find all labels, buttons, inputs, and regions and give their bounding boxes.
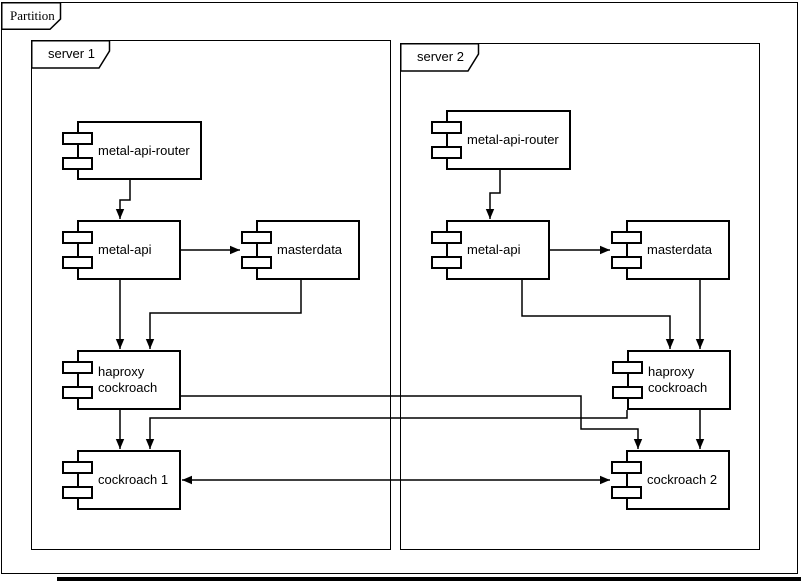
server2-frame-tab[interactable]: server 2 bbox=[400, 43, 480, 72]
component-server1-haproxy-cockroach[interactable]: haproxy cockroach bbox=[62, 350, 181, 410]
component-port-icon bbox=[612, 386, 643, 399]
component-label: metal-api-router bbox=[467, 132, 559, 148]
component-port-icon bbox=[62, 486, 93, 499]
component-port-icon bbox=[611, 461, 642, 474]
component-server1-metal-api-router[interactable]: metal-api-router bbox=[62, 121, 202, 180]
component-port-icon bbox=[611, 486, 642, 499]
component-label: metal-api bbox=[467, 242, 521, 258]
component-port-icon bbox=[611, 256, 642, 269]
component-server1-metal-api[interactable]: metal-api bbox=[62, 220, 181, 280]
component-port-icon bbox=[62, 256, 93, 269]
component-port-icon bbox=[241, 256, 272, 269]
component-port-icon bbox=[62, 231, 93, 244]
server1-tab-shape bbox=[31, 40, 111, 69]
component-port-icon bbox=[431, 231, 462, 244]
component-label: masterdata bbox=[647, 242, 713, 258]
component-port-icon bbox=[612, 361, 643, 374]
component-port-icon bbox=[62, 157, 93, 170]
server2-label: server 2 bbox=[417, 48, 464, 64]
component-label: metal-api bbox=[98, 242, 152, 258]
server1-frame-tab[interactable]: server 1 bbox=[31, 40, 111, 69]
component-port-icon bbox=[241, 231, 272, 244]
component-label: haproxy cockroach bbox=[98, 364, 158, 395]
component-port-icon bbox=[62, 361, 93, 374]
component-server2-cockroach-2[interactable]: cockroach 2 bbox=[611, 450, 730, 510]
component-server1-cockroach-1[interactable]: cockroach 1 bbox=[62, 450, 181, 510]
component-port-icon bbox=[431, 121, 462, 134]
component-port-icon bbox=[62, 132, 93, 145]
component-port-icon bbox=[62, 461, 93, 474]
component-label: haproxy cockroach bbox=[648, 364, 708, 395]
partition-frame-tab[interactable]: Partition bbox=[1, 2, 62, 30]
bottom-edge-bar bbox=[57, 577, 801, 581]
component-label: masterdata bbox=[277, 242, 343, 258]
server2-frame bbox=[400, 43, 760, 550]
server1-frame bbox=[31, 40, 391, 550]
component-label: cockroach 1 bbox=[98, 472, 169, 488]
component-server2-haproxy-cockroach[interactable]: haproxy cockroach bbox=[612, 350, 731, 410]
component-port-icon bbox=[431, 146, 462, 159]
partition-label: Partition bbox=[10, 7, 55, 23]
server1-label: server 1 bbox=[48, 45, 95, 61]
server2-tab-shape bbox=[400, 43, 480, 72]
component-port-icon bbox=[611, 231, 642, 244]
partition-tab-shape bbox=[1, 2, 62, 30]
component-server2-metal-api-router[interactable]: metal-api-router bbox=[431, 110, 571, 170]
component-label: cockroach 2 bbox=[647, 472, 718, 488]
partition-frame bbox=[1, 2, 798, 574]
component-port-icon bbox=[431, 256, 462, 269]
component-port-icon bbox=[62, 386, 93, 399]
component-server2-metal-api[interactable]: metal-api bbox=[431, 220, 550, 280]
component-server1-masterdata[interactable]: masterdata bbox=[241, 220, 360, 280]
component-label: metal-api-router bbox=[98, 142, 190, 158]
component-server2-masterdata[interactable]: masterdata bbox=[611, 220, 730, 280]
